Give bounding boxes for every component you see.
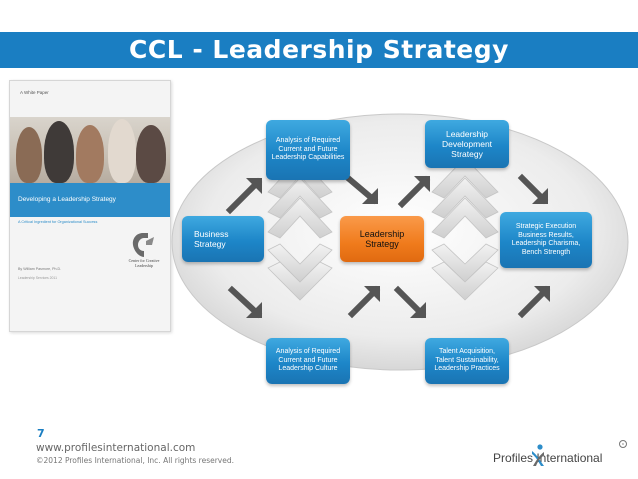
cover-kicker: A White Paper	[20, 90, 49, 95]
leadership-strategy-diagram: Analysis of Required Current and Future …	[170, 110, 630, 390]
box-leadership-development: Leadership Development Strategy	[425, 120, 509, 168]
box-business-strategy-label: Business Strategy	[194, 229, 260, 249]
box-strategic-execution-label: Strategic Execution Business Results, Le…	[504, 223, 588, 257]
box-talent: Talent Acquisition, Talent Sustainabilit…	[425, 338, 509, 384]
cover-date: Leadership Services 2011	[18, 276, 57, 280]
white-paper-cover: A White Paper Developing a Leadership St…	[9, 80, 171, 332]
footer-copyright: ©2012 Profiles International, Inc. All r…	[36, 456, 234, 465]
cover-photo	[10, 117, 170, 183]
profiles-international-logo-text: Profiles International	[493, 451, 602, 465]
ccl-logo-text: Center for Creative Leadership	[124, 259, 164, 268]
box-analysis-culture-label: Analysis of Required Current and Future …	[270, 348, 346, 374]
ccl-logo-icon	[130, 231, 156, 259]
box-analysis-culture: Analysis of Required Current and Future …	[266, 338, 350, 384]
registered-mark: R	[619, 440, 627, 448]
box-analysis-capabilities: Analysis of Required Current and Future …	[266, 120, 350, 180]
person-shape	[16, 127, 42, 183]
box-talent-label: Talent Acquisition, Talent Sustainabilit…	[429, 348, 505, 374]
page-title: CCL - Leadership Strategy	[0, 32, 638, 68]
person-shape	[44, 121, 74, 183]
box-strategic-execution: Strategic Execution Business Results, Le…	[500, 212, 592, 268]
box-leadership-strategy: Leadership Strategy	[340, 216, 424, 262]
box-analysis-capabilities-label: Analysis of Required Current and Future …	[270, 137, 346, 163]
person-shape	[136, 125, 166, 183]
box-leadership-development-label: Leadership Development Strategy	[429, 129, 505, 159]
person-shape	[76, 125, 104, 183]
footer-url: www.profilesinternational.com	[36, 442, 195, 454]
profiles-logo-icon	[530, 443, 546, 467]
box-leadership-strategy-label: Leadership Strategy	[344, 229, 420, 250]
person-shape	[108, 119, 136, 183]
cover-band-subtitle: A Critical Ingredient for Organizational…	[18, 220, 97, 224]
cover-band-title: Developing a Leadership Strategy	[18, 196, 116, 203]
page-number: 7	[37, 427, 45, 440]
cover-author: By William Pasmore, Ph.D.	[18, 267, 61, 271]
box-business-strategy: Business Strategy	[182, 216, 264, 262]
